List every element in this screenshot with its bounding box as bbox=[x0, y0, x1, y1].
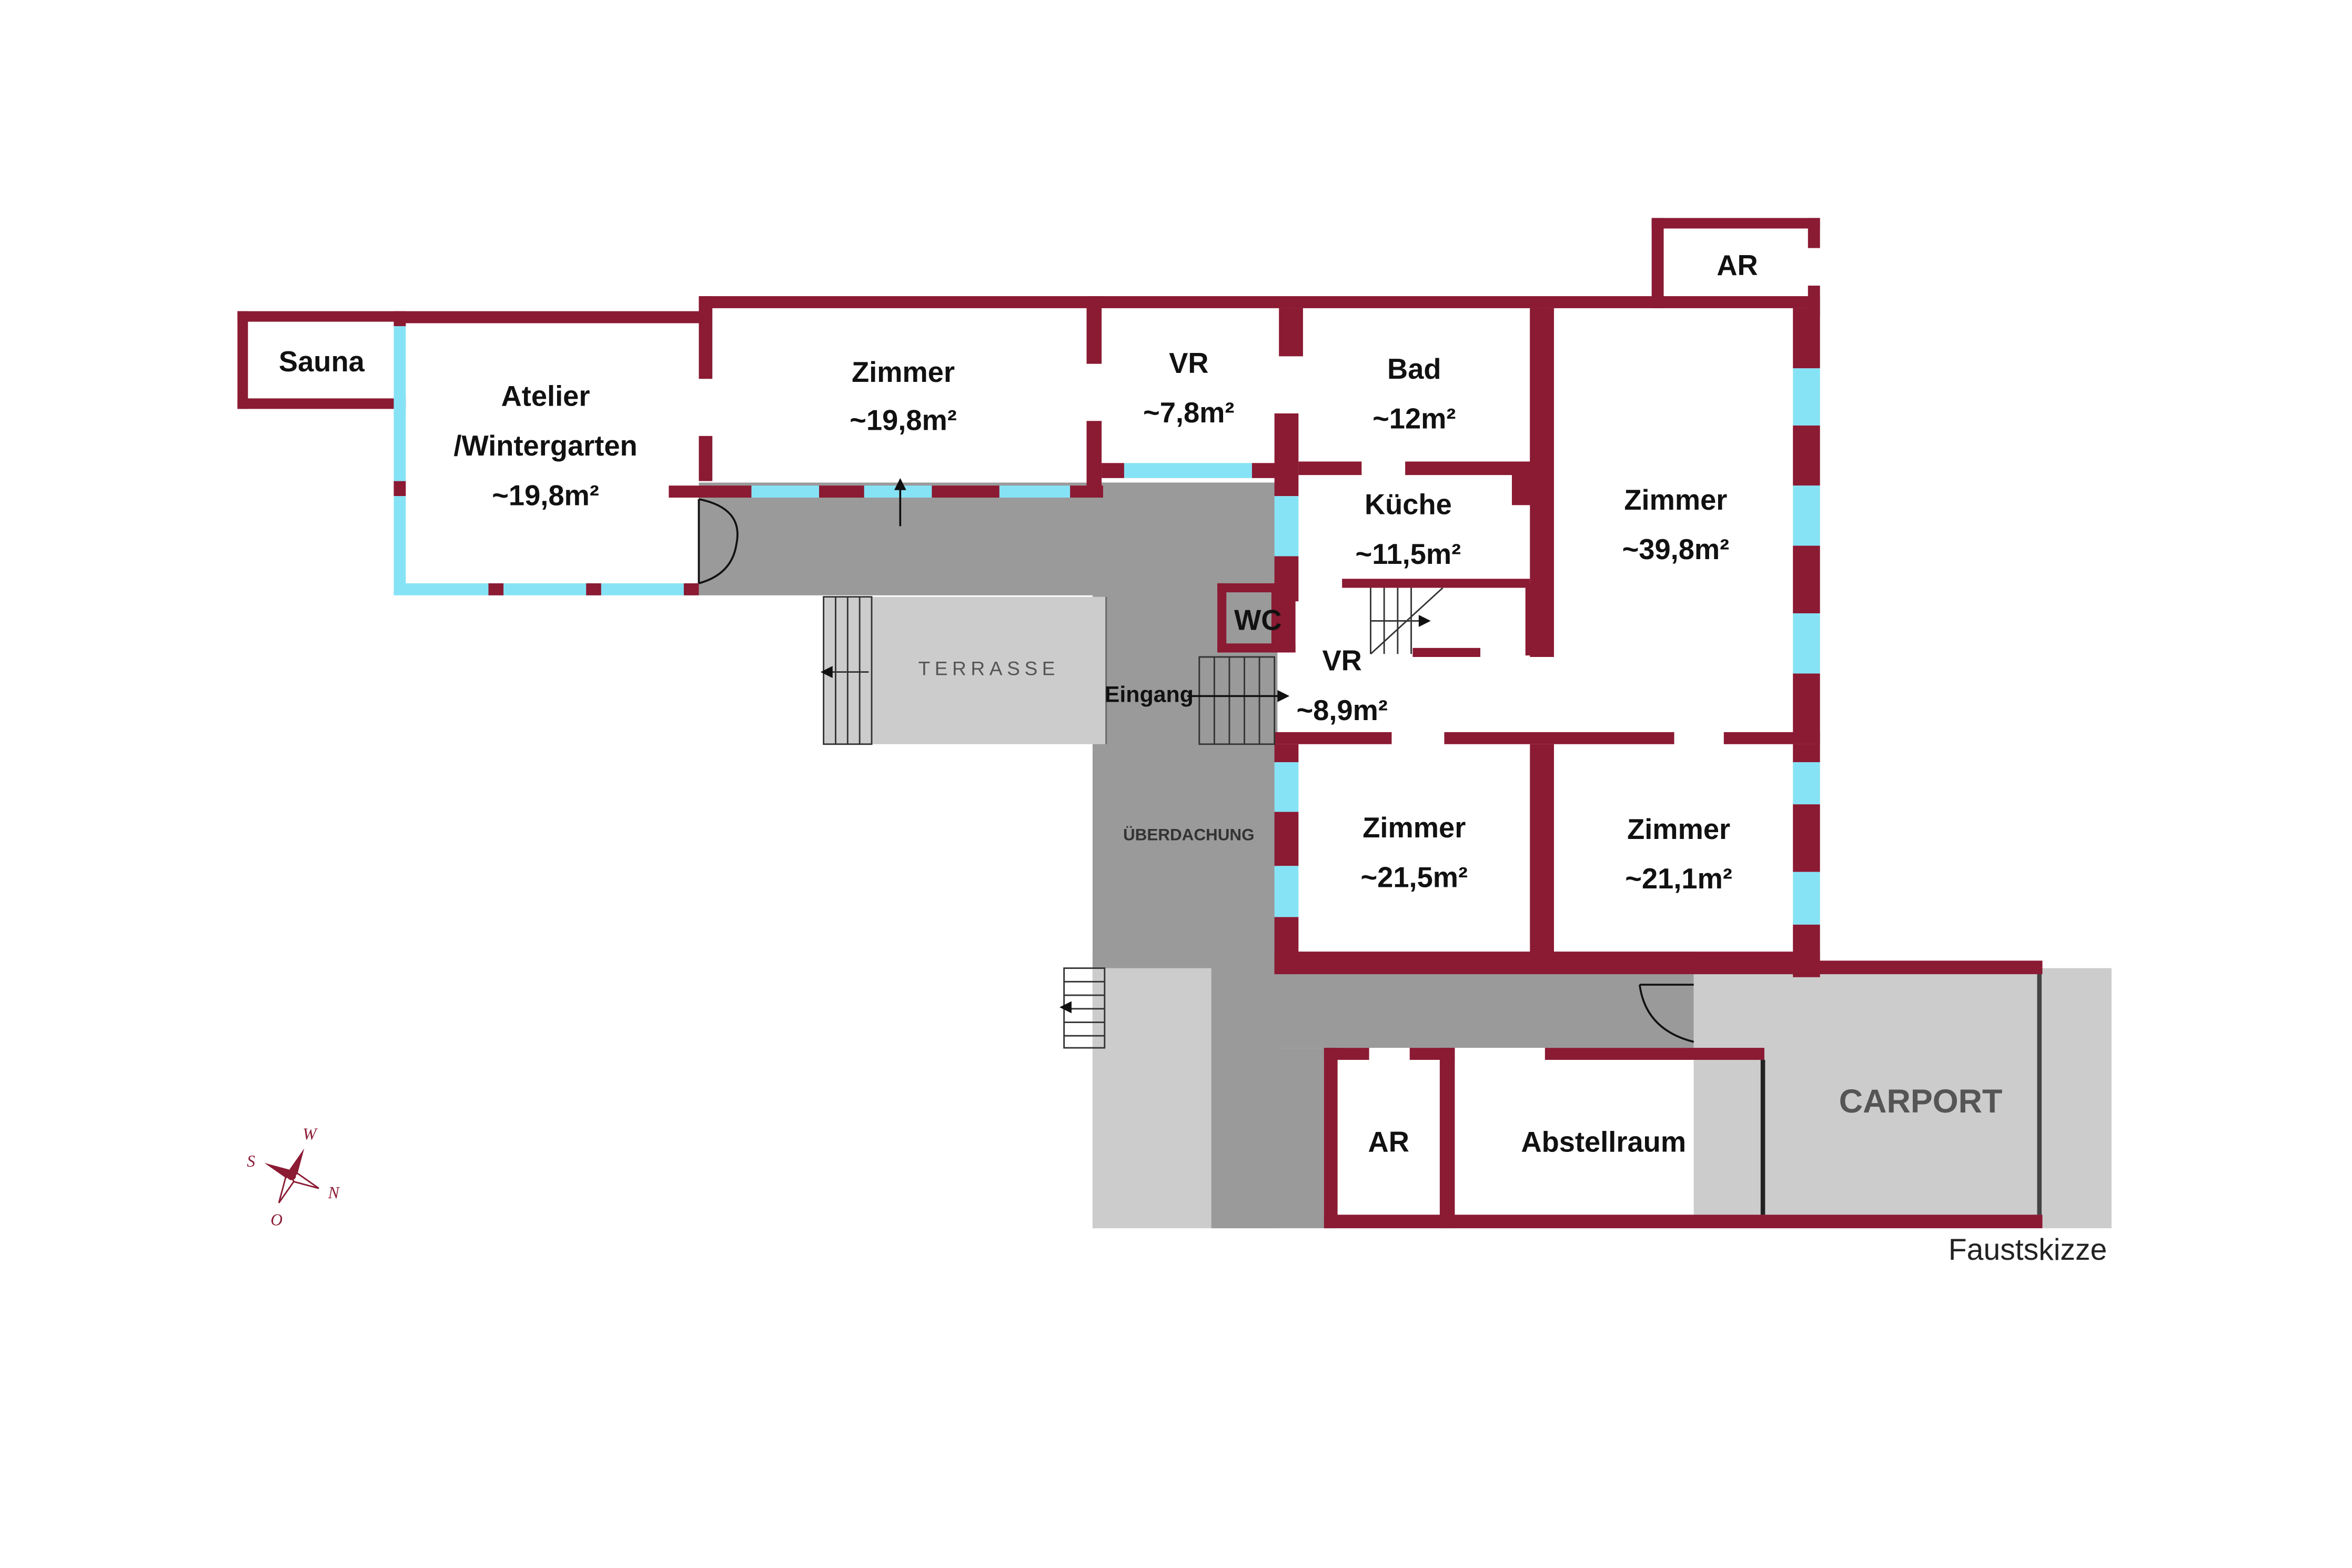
compass-w: W bbox=[302, 1125, 318, 1143]
windows bbox=[393, 326, 1820, 925]
entrance-arrow-head bbox=[1277, 690, 1290, 702]
label-ar-bottom: AR bbox=[1368, 1126, 1409, 1158]
label-zimmer-s1: Zimmer bbox=[1362, 812, 1466, 844]
area-vr-top: ~7,8m² bbox=[1143, 397, 1234, 429]
label-kueche: Küche bbox=[1365, 488, 1452, 520]
label-eingang: Eingang bbox=[1105, 682, 1194, 707]
compass-n: N bbox=[328, 1183, 340, 1202]
area-zimmer-big: ~39,8m² bbox=[1622, 533, 1730, 565]
label-ar-top: AR bbox=[1717, 249, 1758, 281]
label-bad: Bad bbox=[1387, 353, 1441, 385]
label-abstellraum: Abstellraum bbox=[1521, 1126, 1686, 1158]
label-carport: CARPORT bbox=[1839, 1083, 2003, 1120]
area-bad: ~12m² bbox=[1372, 403, 1456, 435]
terrace-stair-arrow bbox=[820, 666, 833, 679]
area-atelier: ~19,8m² bbox=[492, 479, 599, 511]
doors bbox=[698, 478, 1694, 1043]
compass-s: S bbox=[247, 1152, 255, 1170]
zone-labels: TERRASSE Eingang ÜBERDACHUNG CARPORT bbox=[918, 657, 2002, 1120]
window-mullions bbox=[488, 583, 699, 595]
area-vr-mid: ~8,9m² bbox=[1296, 694, 1387, 726]
outdoor-areas bbox=[699, 482, 2112, 1229]
interior-stair-arrow bbox=[1418, 614, 1431, 627]
label-zimmer-nw: Zimmer bbox=[852, 356, 955, 388]
area-kueche: ~11,5m² bbox=[1356, 538, 1461, 570]
label-terrasse: TERRASSE bbox=[918, 657, 1059, 679]
label-zimmer-big: Zimmer bbox=[1624, 484, 1727, 516]
label-zimmer-s2: Zimmer bbox=[1627, 813, 1730, 845]
label-ueberdachung: ÜBERDACHUNG bbox=[1123, 826, 1255, 844]
covered-strip-lower bbox=[1211, 1048, 1327, 1229]
label-wintergarten: /Wintergarten bbox=[453, 430, 637, 462]
label-vr-mid: VR bbox=[1322, 645, 1361, 677]
interior-stairs bbox=[1370, 587, 1443, 655]
label-atelier: Atelier bbox=[501, 380, 590, 412]
label-sauna: Sauna bbox=[279, 346, 365, 378]
compass-o: O bbox=[270, 1210, 282, 1229]
label-vr-top: VR bbox=[1169, 347, 1208, 379]
carport-door bbox=[1639, 984, 1694, 1043]
sketch-note: Faustskizze bbox=[1949, 1233, 2107, 1267]
compass-star-icon bbox=[264, 1148, 319, 1203]
atelier-door bbox=[698, 498, 739, 584]
entrance-stairs bbox=[1198, 656, 1276, 745]
area-zimmer-s1: ~21,5m² bbox=[1360, 861, 1468, 893]
lower-light-area bbox=[1092, 968, 1212, 1229]
lower-stair-arrow bbox=[1059, 1001, 1072, 1014]
terrace-area bbox=[823, 596, 1106, 744]
room-labels: Sauna Atelier /Wintergarten ~19,8m² Zimm… bbox=[279, 249, 1758, 1158]
label-wc: WC bbox=[1234, 604, 1281, 636]
zimmer-arrow-head bbox=[894, 478, 906, 490]
compass-rose: W S N O bbox=[247, 1125, 340, 1229]
area-zimmer-s2: ~21,1m² bbox=[1625, 863, 1732, 895]
area-zimmer-nw: ~19,8m² bbox=[850, 404, 957, 436]
walls bbox=[237, 218, 2043, 1229]
